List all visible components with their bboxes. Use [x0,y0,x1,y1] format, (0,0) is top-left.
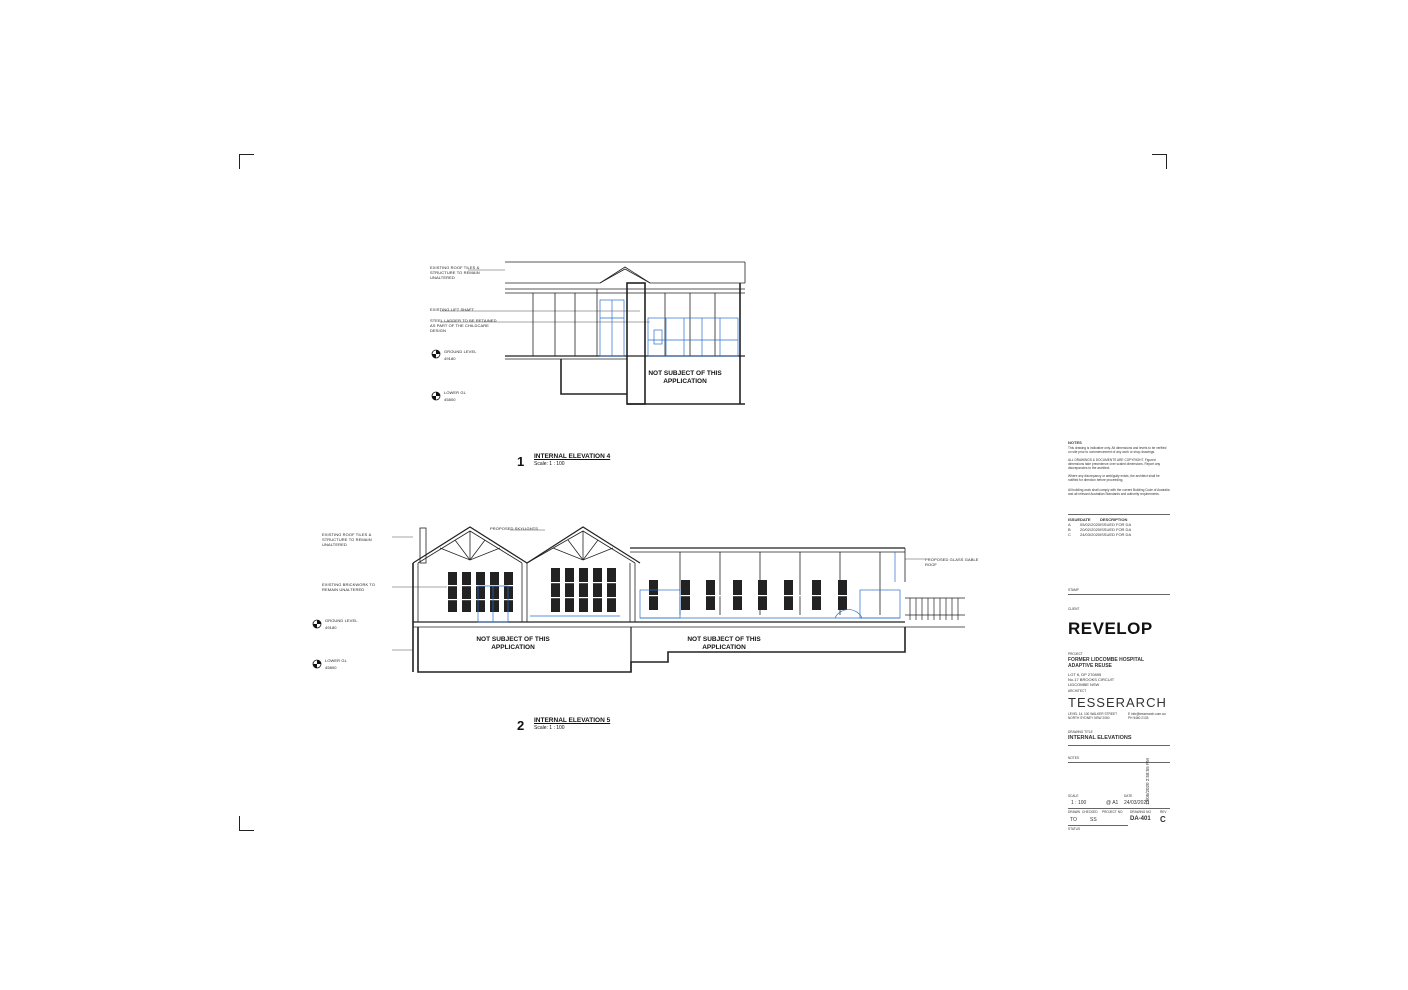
elev2-not-subject-note-a: NOT SUBJECT OF THIS APPLICATION [476,636,550,651]
title-block: NOTES This drawing is indicative only. A… [1068,440,1170,840]
tb-rev-label: REV [1160,810,1167,814]
tb-notes-label: NOTES [1068,756,1079,760]
elev2-ground-level-label: GROUND LEVEL [325,618,358,623]
revision-row: A 05/02/2020 ISSUED FOR DA [1068,522,1170,527]
tb-drawing-no: DA-401 [1130,816,1151,822]
revision-row: C 24/03/2020 ISSUED FOR DA [1068,532,1170,537]
rev-description: ISSUED FOR DA [1100,532,1132,537]
rev-date: 24/03/2020 [1080,532,1101,537]
tb-drawing-title: INTERNAL ELEVATIONS [1068,735,1132,741]
rev-description: ISSUED FOR DA [1100,522,1132,527]
tb-address-1: LOT 6, DP 270895 [1068,672,1102,677]
rev-date: 20/02/2020 [1080,527,1101,532]
architect-logo: TESSERARCH [1068,695,1167,710]
tb-drawn: TO [1070,817,1077,823]
tb-status-label: STATUS [1068,827,1081,831]
elev1-ground-rl: 49180 [444,356,456,361]
revisions-header: ISSUE DATE DESCRIPTION [1068,517,1170,522]
tb-notes-4: All building work shall comply with the … [1068,488,1170,496]
elev2-number: 2 [517,718,525,733]
elev2-lower-rl: 45800 [325,665,337,670]
tb-notes-3: Where any discrepancy or ambiguity exist… [1068,474,1160,482]
rev-description: ISSUED FOR DA [1100,527,1132,532]
elev2-brickwork-label: EXISTING BRICKWORK TO REMAIN UNALTERED [322,582,376,592]
tb-stamp-label: STAMP [1068,588,1079,592]
client-logo: REVELOP [1068,619,1153,638]
elev2-lower-gl-label: LOWER GL [325,658,347,663]
elev1-not-subject-note: NOT SUBJECT OF THIS APPLICATION [648,370,722,385]
tb-project-no-label: PROJECT NO [1102,810,1123,814]
plot-stamp: 13/05/2020 2:58:55 PM [1145,758,1150,805]
rev-header-issue: ISSUE [1068,517,1081,522]
tb-scale: 1 : 100 [1071,800,1087,806]
tb-architect-label: ARCHITECT [1068,689,1087,693]
elev1-ground-level-label: GROUND LEVEL [444,349,477,354]
tb-rev: C [1160,815,1166,824]
rev-date: 05/02/2020 [1080,522,1101,527]
tb-date: 24/03/2020 [1124,800,1150,806]
elev2-ground-rl: 49180 [325,625,337,630]
elev2-not-subject-note-b: NOT SUBJECT OF THIS APPLICATION [687,636,761,651]
tb-drawn-label: DRAWN [1068,810,1080,814]
tb-notes-1: This drawing is indicative only. All dim… [1068,446,1167,454]
tb-checked-label: CHECKED [1082,810,1098,814]
elev1-lower-rl: 45800 [444,397,456,402]
tb-sheet-size: @ A1 [1106,800,1119,806]
tb-drawing-title-label: DRAWING TITLE [1068,730,1093,734]
elev2-skylights-label: PROPOSED SKYLIGHTS [490,526,539,531]
rev-issue: C [1068,532,1071,537]
rev-issue: A [1068,522,1071,527]
tb-rule [1068,825,1128,826]
tb-rule [1068,745,1170,746]
rev-issue: B [1068,527,1071,532]
tb-architect-contact: E info@tesserarch.com.au PH 9460 2133 [1128,712,1166,720]
crop-mark-top-left [239,154,254,169]
elev1-lift-label: EXISTING LIFT SHAFT [430,307,475,312]
elev2-glass-roof-label: PROPOSED GLASS GABLE ROOF [925,557,979,567]
crop-mark-bottom-left [239,816,254,831]
tb-date-label: DATE [1124,794,1133,798]
elev1-lower-gl-label: LOWER GL [444,390,466,395]
rev-header-date: DATE [1080,517,1091,522]
tb-rule [1068,594,1170,595]
elev1-number: 1 [517,454,525,469]
tb-rule [1068,808,1170,809]
rev-header-description: DESCRIPTION [1100,517,1128,522]
tb-address-2: No.17 BROOKS CIRCUIT [1068,677,1115,682]
tb-notes-heading: NOTES [1068,440,1082,445]
tb-checked: SS [1090,817,1097,823]
elev2-title: INTERNAL ELEVATION 5 [534,717,611,724]
tb-drawing-no-label: DRAWING NO [1130,810,1151,814]
tb-rule [1068,514,1170,515]
tb-address-3: LIDCOMBE NSW [1068,682,1100,687]
elev1-roof-label: EXISTING ROOF TILES & STRUCTURE TO REMAI… [430,265,480,280]
elev1-scale: Scale: 1 : 100 [534,461,565,467]
crop-mark-top-right [1152,154,1167,169]
tb-notes-2: ALL DRAWINGS & DOCUMENTS ARE COPYRIGHT. … [1068,458,1161,470]
elev1-title: INTERNAL ELEVATION 4 [534,453,611,460]
tb-architect-address: LEVEL 14, 100 WALKER STREET NORTH SYDNEY… [1068,712,1117,720]
elev2-scale: Scale: 1 : 100 [534,725,565,731]
tb-scale-label: SCALE [1068,794,1079,798]
tb-client-label: CLIENT [1068,607,1080,611]
tb-rule [1068,762,1170,763]
tb-project-name: FORMER LIDCOMBE HOSPITAL ADAPTIVE REUSE [1068,657,1144,669]
revision-row: B 20/02/2020 ISSUED FOR DA [1068,527,1170,532]
revisions-table: ISSUE DATE DESCRIPTION A 05/02/2020 ISSU… [1068,517,1170,537]
elev2-roof-label: EXISTING ROOF TILES & STRUCTURE TO REMAI… [322,532,372,547]
tb-project-label: PROJECT [1068,652,1083,656]
elev1-ladder-label: STEEL LADDER TO BE RETAINED AS PART OF T… [430,318,497,333]
